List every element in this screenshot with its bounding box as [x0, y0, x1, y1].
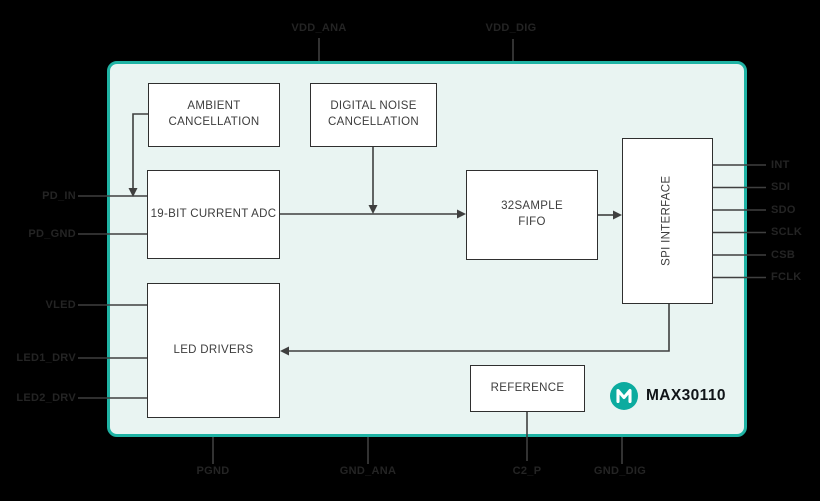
branding: MAX30110	[610, 382, 726, 410]
pin-label-int: INT	[771, 159, 790, 171]
block-label-line1: DIGITAL NOISE	[330, 100, 417, 113]
block-led-drivers: LED DRIVERS	[147, 283, 280, 418]
pin-label-fclk: FCLK	[771, 271, 802, 283]
block-label: 19-BIT CURRENT ADC	[150, 207, 277, 220]
block-label-line2: CANCELLATION	[328, 116, 419, 128]
block-32sample-fifo: 32SAMPLE FIFO	[466, 170, 598, 260]
part-number: MAX30110	[646, 387, 726, 404]
block-label: 32SAMPLE FIFO	[501, 199, 563, 230]
internal-wires	[128, 113, 670, 356]
block-label-line1: 32SAMPLE	[501, 200, 563, 213]
pin-label-pd-in: PD_IN	[42, 190, 76, 202]
pin-label-sdi: SDI	[771, 181, 791, 193]
block-label-line2: CANCELLATION	[168, 116, 260, 128]
block-digital-noise-cancellation: DIGITAL NOISE CANCELLATION	[310, 83, 437, 147]
pin-label-vdd-ana: VDD_ANA	[291, 22, 347, 34]
pin-label-gnd-dig: GND_DIG	[593, 465, 647, 477]
pin-label-led2-drv: LED2_DRV	[16, 392, 76, 404]
block-label: AMBIENT CANCELLATION	[169, 99, 260, 130]
block-19bit-current-adc: 19-BIT CURRENT ADC	[147, 170, 280, 259]
block-label-line2: FIFO	[518, 216, 546, 228]
block-label: DIGITAL NOISE CANCELLATION	[328, 99, 419, 130]
pin-label-pgnd: PGND	[196, 465, 230, 477]
pin-label-sclk: SCLK	[771, 226, 803, 238]
pin-wires-top	[318, 38, 514, 61]
block-label-line1: AMBIENT	[187, 100, 241, 113]
maxim-logo-icon	[610, 382, 638, 410]
block-label: LED DRIVERS	[173, 343, 254, 356]
block-ambient-cancellation: AMBIENT CANCELLATION	[148, 83, 280, 147]
block-label: REFERENCE	[490, 381, 565, 394]
pin-label-csb: CSB	[771, 249, 796, 261]
block-label: SPI INTERFACE	[660, 175, 673, 267]
block-spi-interface: SPI INTERFACE	[622, 138, 713, 304]
pin-label-c2-p: C2_P	[512, 465, 542, 477]
pin-label-vled: VLED	[45, 299, 76, 311]
pin-wires-bottom	[212, 412, 623, 464]
pin-label-sdo: SDO	[771, 204, 796, 216]
pin-label-pd-gnd: PD_GND	[28, 228, 76, 240]
block-reference: REFERENCE	[470, 365, 585, 412]
pin-wires-right	[713, 164, 766, 279]
pin-label-vdd-dig: VDD_DIG	[485, 22, 537, 34]
pin-wires-left	[78, 195, 147, 399]
pin-label-gnd-ana: GND_ANA	[339, 465, 397, 477]
pin-label-led1-drv: LED1_DRV	[16, 352, 76, 364]
